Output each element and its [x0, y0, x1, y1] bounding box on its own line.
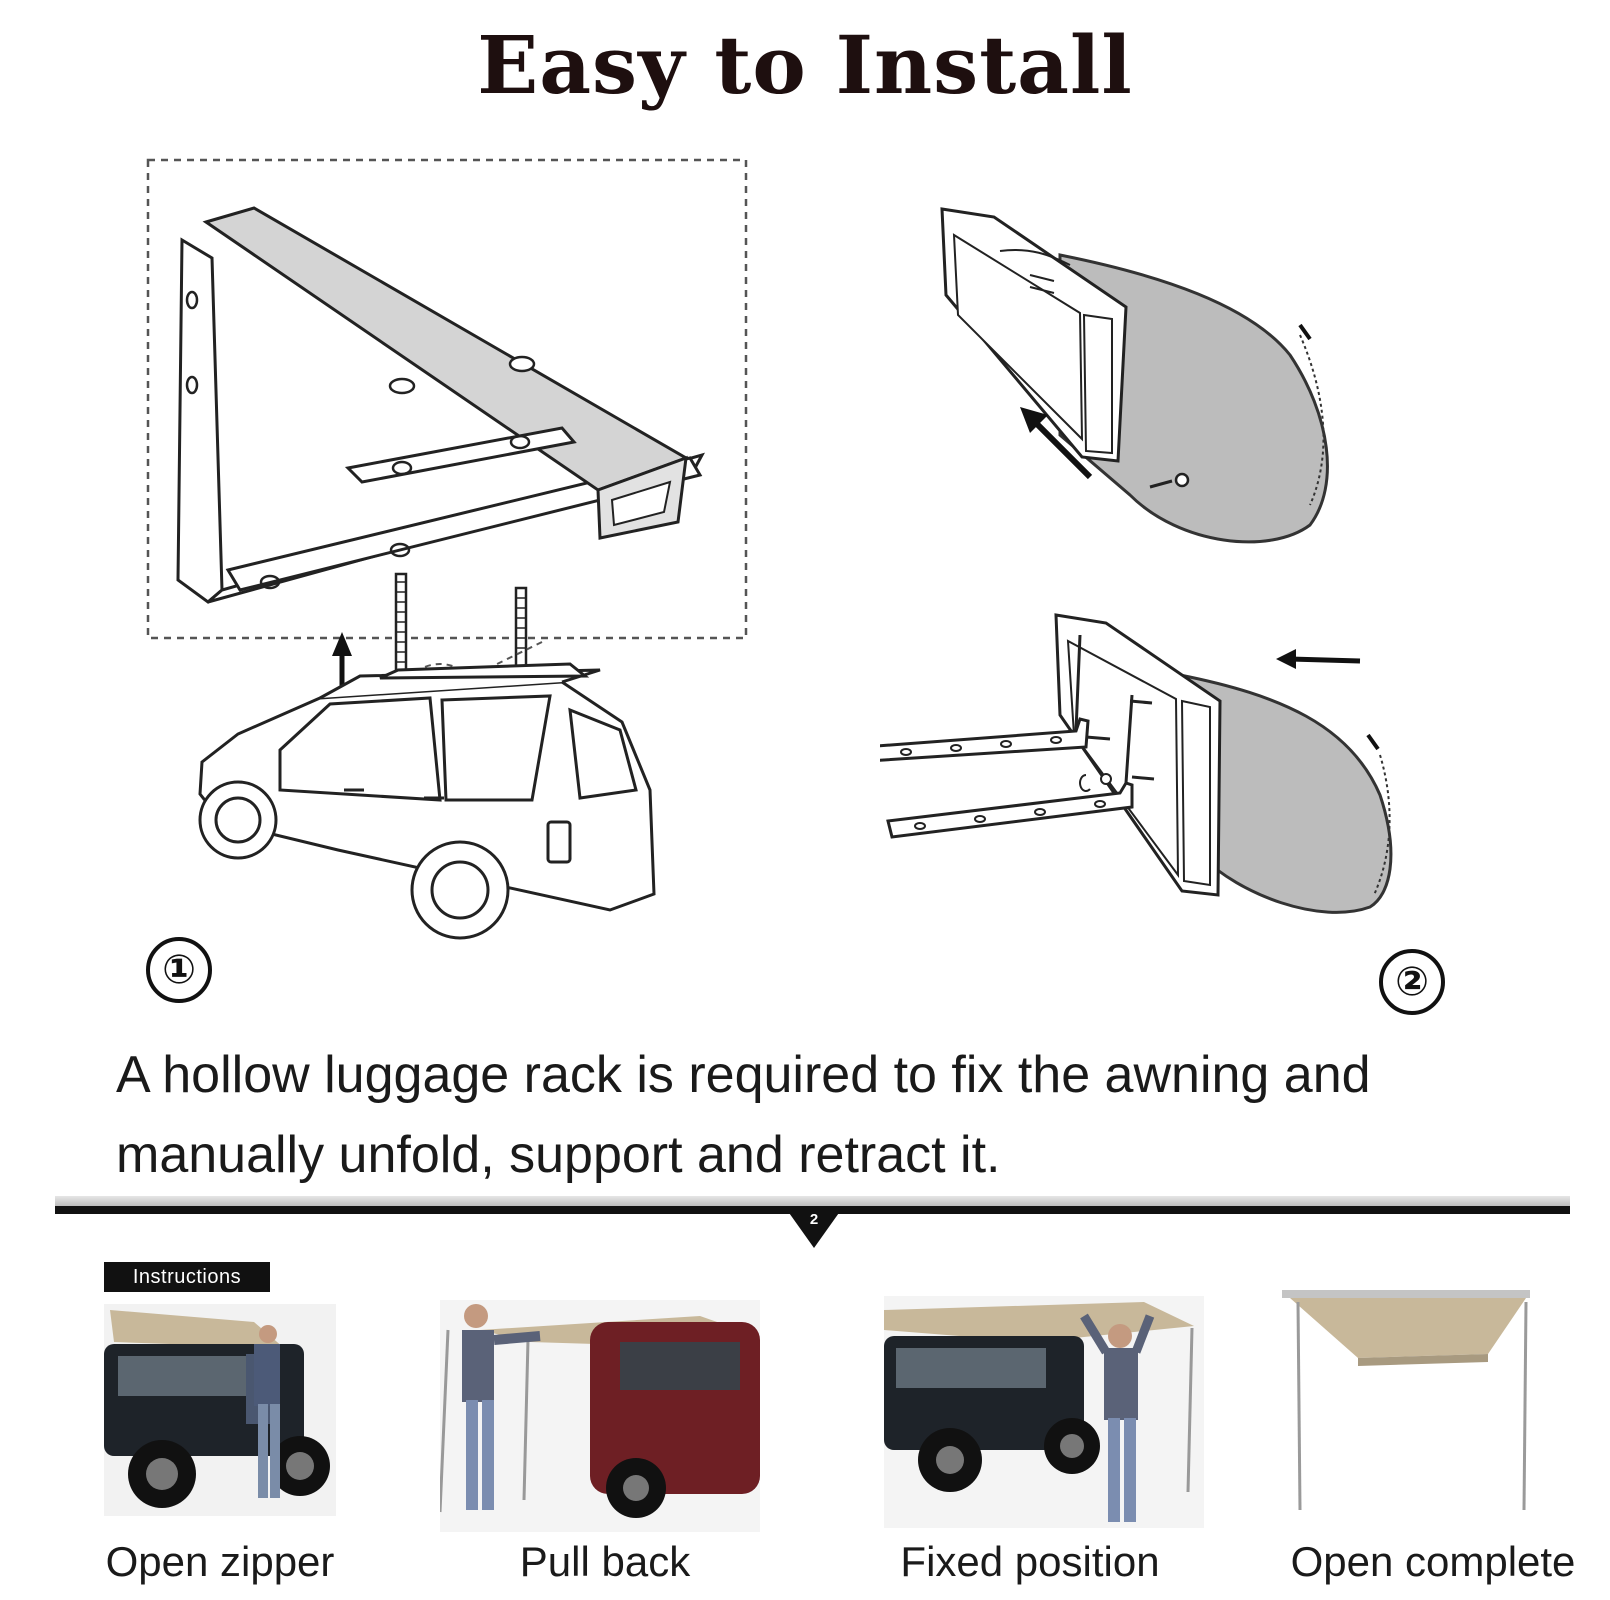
photo-label-fixed-position: Fixed position — [900, 1538, 1160, 1585]
photo-fixed-position — [884, 1296, 1204, 1528]
bracket-arm-upper — [880, 717, 1090, 762]
roof-rack-bar — [202, 206, 690, 492]
step-number-one: ① — [146, 937, 212, 1003]
divider-page-number: 2 — [809, 1211, 819, 1228]
photo-open-zipper — [104, 1304, 336, 1516]
photo-label-open-zipper: Open zipper — [105, 1538, 335, 1585]
awning-bag-top — [1058, 253, 1329, 544]
l-bracket — [176, 237, 224, 604]
photo-pull-back — [440, 1300, 760, 1532]
awning-mount-diagram — [880, 207, 1393, 914]
caption-line-2: manually unfold, support and retract it. — [116, 1126, 1001, 1184]
installation-caption: A hollow luggage rack is required to fix… — [116, 1035, 1536, 1195]
divider-notch — [787, 1210, 841, 1248]
caption-line-1: A hollow luggage rack is required to fix… — [116, 1046, 1371, 1104]
bracket-arm-lower — [886, 781, 1134, 839]
photo-open-complete — [1282, 1288, 1536, 1516]
divider-shade — [55, 1196, 1570, 1206]
car-illustration — [198, 662, 656, 940]
photo-label-pull-back: Pull back — [519, 1538, 691, 1585]
step-number-two: ② — [1379, 949, 1445, 1015]
page-title: Easy to Install — [477, 18, 1133, 112]
photo-label-open-complete: Open complete — [1290, 1538, 1576, 1585]
instructions-badge: Instructions — [104, 1262, 270, 1292]
detail-frame — [146, 158, 748, 640]
rack-mount-diagram — [146, 158, 748, 940]
awning-bag-bottom — [1178, 673, 1393, 914]
